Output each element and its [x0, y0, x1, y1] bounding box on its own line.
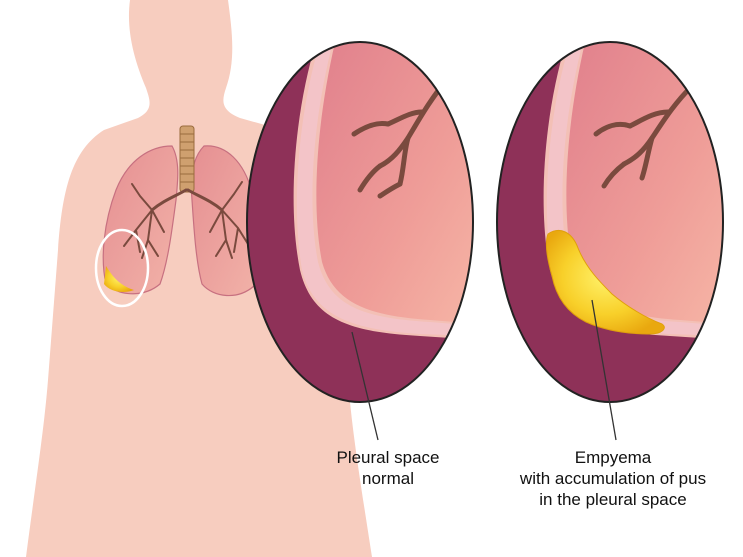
pleural-layer-2	[546, 42, 723, 336]
trachea-icon	[179, 125, 195, 193]
bronchiole-branch-2	[593, 83, 695, 189]
chest-wall-2	[497, 42, 723, 402]
pleural-layer	[296, 42, 473, 336]
label-empyema-line-2: with accumulation of pus	[519, 469, 707, 488]
lung-tissue-2	[566, 42, 723, 324]
label-normal-line-1: Pleural space	[336, 448, 440, 467]
label-pleural-space-normal: Pleural space normal	[318, 447, 458, 489]
small-pus-pocket	[104, 266, 134, 292]
highlight-circle	[94, 228, 150, 308]
left-lung	[102, 145, 179, 295]
label-empyema-line-1: Empyema	[574, 448, 652, 467]
pus-collection	[545, 230, 665, 335]
lung-tissue	[316, 42, 473, 324]
bronchi	[123, 181, 249, 259]
callout-normal	[246, 41, 474, 441]
chest-wall	[247, 42, 473, 402]
label-normal-line-2: normal	[362, 469, 414, 488]
label-empyema-line-3: in the pleural space	[539, 490, 687, 509]
pointer-line-empyema	[591, 299, 617, 441]
lungs-icon	[94, 125, 260, 308]
bronchiole-branch	[351, 75, 451, 199]
callout-empyema	[496, 41, 724, 441]
label-empyema: Empyema with accumulation of pus in the …	[500, 447, 726, 510]
pointer-line-normal	[351, 331, 379, 441]
